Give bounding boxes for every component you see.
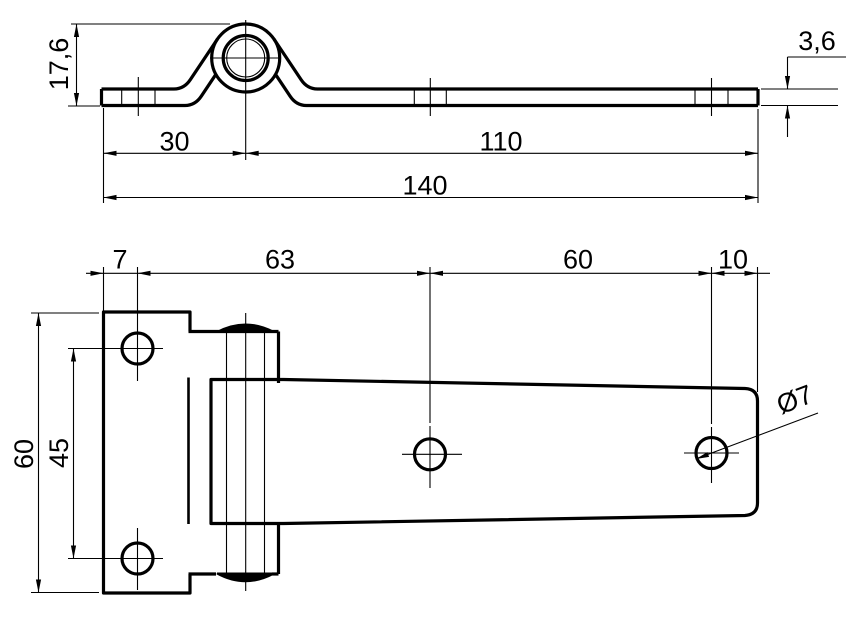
plan-strap-outline	[209, 377, 760, 526]
arrowhead	[137, 270, 151, 276]
dim-label-60: 60	[563, 245, 593, 275]
strap-hole-end	[684, 427, 739, 483]
dim-row-7-63-60-10: 7 63 60 10	[86, 245, 770, 424]
arrowhead	[245, 150, 259, 156]
dim-label-45: 45	[44, 438, 74, 468]
side-left-strap-bottom-edge	[101, 73, 218, 108]
arrowhead	[430, 270, 443, 276]
arrowhead	[711, 270, 725, 276]
arrowhead	[103, 194, 117, 201]
side-right-strap-bottom-edge	[274, 73, 758, 108]
arrowhead	[744, 270, 758, 276]
arrowhead	[90, 270, 104, 276]
arrowhead	[35, 313, 42, 326]
leader-line	[696, 412, 819, 460]
side-hole-marks	[121, 77, 729, 116]
dim-hole-spacing-45: 45	[44, 348, 77, 559]
arrowhead	[35, 579, 42, 593]
dim-label-10: 10	[718, 245, 748, 275]
dim-label-110: 110	[479, 127, 522, 157]
side-view: 17,6 30 110 140	[44, 20, 846, 203]
side-left-strap-top-edge	[101, 38, 219, 91]
arrowhead	[784, 105, 791, 119]
arrowhead	[73, 24, 80, 37]
plan-mounting-plate-outline	[101, 310, 192, 595]
arrowhead	[103, 150, 117, 156]
dim-plate-height-60: 60	[9, 312, 99, 594]
plan-view: 7 63 60 10 60 45 Ø7	[9, 245, 819, 595]
dim-label-7: 7	[112, 245, 127, 275]
dim-thickness-3-6: 3,6	[761, 26, 846, 137]
dim-label-63: 63	[265, 245, 295, 275]
arrowhead	[745, 194, 758, 201]
strap-hole-middle	[402, 426, 462, 488]
plate-hole-bottom	[68, 528, 163, 590]
arrowhead	[698, 270, 712, 276]
side-knuckle-barrel	[210, 20, 282, 160]
arrowhead	[784, 76, 791, 89]
arrowhead	[70, 545, 77, 559]
dim-label-3-6: 3,6	[798, 26, 836, 56]
dim-height-17-6: 17,6	[44, 23, 230, 107]
arrowhead	[73, 93, 80, 106]
dim-label-hole-diameter: Ø7	[773, 379, 817, 420]
plan-knuckle	[187, 313, 281, 591]
arrowhead	[232, 150, 246, 156]
dim-label-height: 17,6	[44, 38, 74, 91]
dim-label-140: 140	[402, 171, 447, 201]
dim-overall-140: 140	[102, 108, 759, 203]
dim-row-30-110: 30 110	[103, 127, 758, 157]
arrowhead	[70, 348, 77, 362]
arrowhead	[696, 452, 710, 459]
dim-label-plate-60: 60	[9, 439, 39, 469]
dim-label-30: 30	[159, 127, 189, 157]
plate-hole-top	[68, 316, 163, 381]
arrowhead	[745, 150, 758, 156]
side-right-strap-top-edge	[272, 38, 758, 91]
arrowhead	[417, 270, 430, 276]
